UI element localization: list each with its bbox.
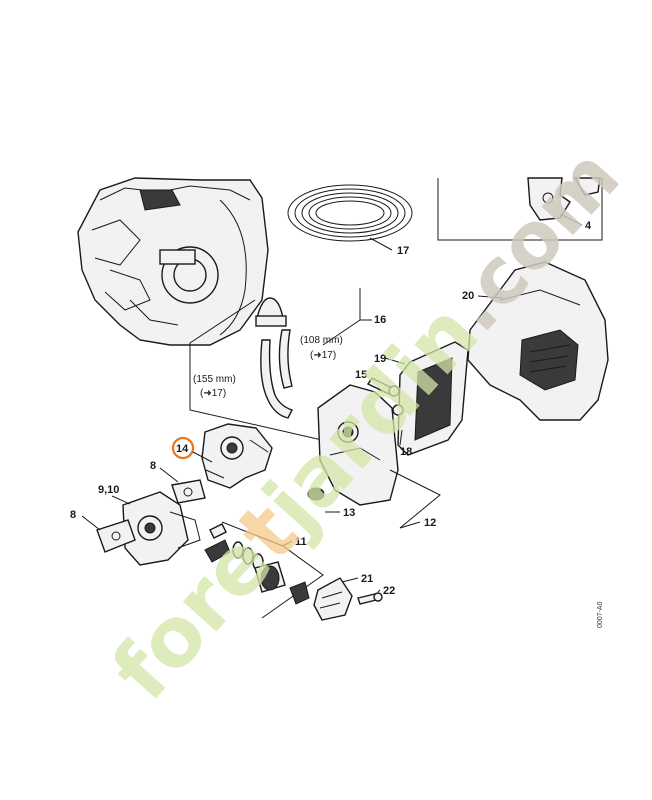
label-11: 11 [295,536,307,548]
recoil-spring-17: 17 [287,184,413,257]
label-8-lower: 8 [70,509,76,521]
label-8-upper: 8 [150,460,156,472]
air-filter-19: 19 [374,341,469,456]
label-22: 22 [383,585,395,597]
label-16: 16 [374,314,386,326]
engine-block [77,177,269,346]
label-18: 18 [400,446,412,458]
hose-ref-17a: (➜17) [310,350,336,361]
screw-15: 15 [355,369,400,397]
label-13: 13 [343,507,355,519]
gasket-8-upper: 8 [150,460,206,504]
hose-ref-17b: (➜17) [200,388,226,399]
label-19: 19 [374,353,386,365]
label-9-10: 9,10 [98,484,119,496]
label-4: 4 [585,220,592,232]
label-12: 12 [424,517,436,529]
filter-cover-20: 20 [462,261,609,421]
hose-length-155: (155 mm) [193,374,236,385]
intake-manifold-14: 14 [171,423,273,489]
hose-assembly-16: 16 (108 mm) (➜17) (155 mm) (➜17) [189,288,386,441]
drawing-code: 0007-A0 [597,601,604,628]
label-21: 21 [361,573,373,585]
inset-gasket-4: 4 [437,177,603,241]
label-15: 15 [355,369,367,381]
highlight-ring [171,436,195,460]
label-14: 14 [176,443,189,455]
bracket-21-22: 21 22 [313,573,395,621]
carburetor-9-10: 9,10 [98,484,201,566]
throttle-parts-11: 11 [204,521,324,619]
hose-length-108: (108 mm) [300,335,343,346]
label-17: 17 [397,245,409,257]
base-plate-12: 18 12 13 [307,384,441,529]
gasket-8-lower: 8 [70,509,136,553]
label-20: 20 [462,290,474,302]
